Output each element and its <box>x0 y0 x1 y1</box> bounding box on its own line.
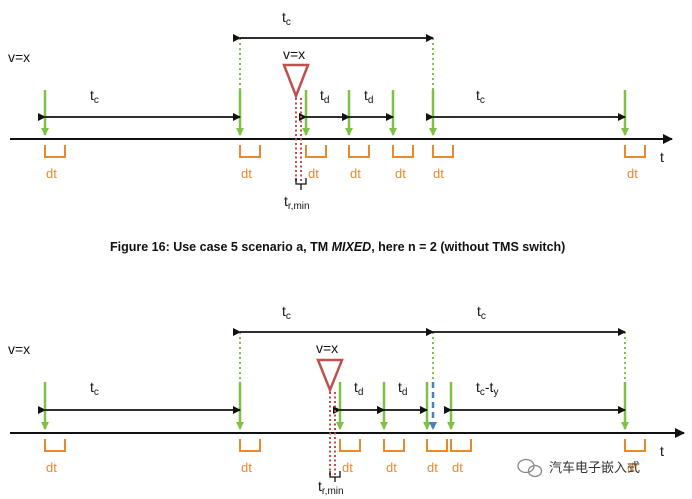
dotted-extensions <box>239 332 626 382</box>
tc-label-left: tc <box>90 379 99 398</box>
dt-label: dt <box>308 166 319 181</box>
t-axis-label: t <box>660 149 664 165</box>
dt-labels: dt dt dt dt dt dt dt <box>46 166 638 181</box>
dt-label: dt <box>46 166 57 181</box>
tr-min-bracket <box>329 471 341 482</box>
tc-label-top: tc <box>282 9 291 28</box>
dt-label: dt <box>386 460 397 475</box>
td-label-2: td <box>364 87 373 106</box>
dt-label: dt <box>241 166 252 181</box>
green-arrows <box>41 90 629 136</box>
dt-brackets <box>44 145 646 158</box>
t-axis-label: t <box>660 443 664 459</box>
watermark: 汽车电子嵌入式 <box>517 458 640 478</box>
figure-caption: Figure 16: Use case 5 scenario a, TM MIX… <box>110 240 565 254</box>
event-triangle-icon <box>316 358 344 394</box>
tc-minus-ty-label: tc-ty <box>476 379 498 398</box>
td-label-2: td <box>398 379 407 398</box>
dt-label: dt <box>627 460 638 475</box>
dt-label: dt <box>241 460 252 475</box>
tc-label-left: tc <box>90 87 99 106</box>
dt-label: dt <box>395 166 406 181</box>
dt-label: dt <box>46 460 57 475</box>
tr-min-label: tr,min <box>284 193 310 212</box>
dt-brackets <box>44 439 646 452</box>
dotted-extensions <box>239 38 434 90</box>
event-v-equals-x-label: v=x <box>316 340 338 356</box>
diagram-bottom: v=x t tc tc tc td t <box>8 303 685 497</box>
diagram-top: v=x t tc tc td td tc <box>8 9 673 212</box>
td-label-1: td <box>354 379 363 398</box>
tc-label-top-right: tc <box>477 303 486 322</box>
watermark-text: 汽车电子嵌入式 <box>549 460 640 476</box>
v-equals-x-label: v=x <box>8 49 30 65</box>
dt-labels: dt dt dt dt dt dt dt <box>46 460 638 475</box>
event-triangle-icon <box>282 63 310 100</box>
v-equals-x-label: v=x <box>8 341 30 357</box>
green-arrows <box>41 382 629 430</box>
tr-min-bracket <box>295 178 307 190</box>
dt-label: dt <box>433 166 444 181</box>
dt-label: dt <box>627 166 638 181</box>
dt-label: dt <box>350 166 361 181</box>
tc-label-top-left: tc <box>282 303 291 322</box>
tr-min-label: tr,min <box>318 478 344 497</box>
wechat-icon <box>517 458 543 478</box>
dt-label: dt <box>427 460 438 475</box>
dt-label: dt <box>342 460 353 475</box>
dt-label: dt <box>452 460 463 475</box>
event-v-equals-x-label: v=x <box>283 46 305 62</box>
tc-label-right: tc <box>476 87 485 106</box>
td-label-1: td <box>320 87 329 106</box>
